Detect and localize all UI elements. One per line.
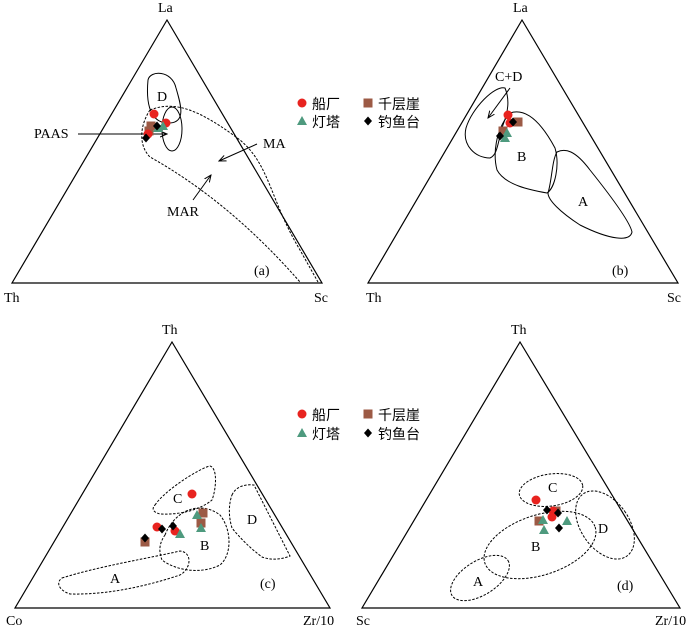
panel-tag: (a) [254, 264, 270, 279]
apex-label-top: Th [511, 323, 527, 338]
data-points [496, 110, 523, 142]
apex-label-top: La [158, 1, 174, 16]
legend-dengta: 灯塔 [312, 115, 340, 131]
data-points [531, 495, 572, 534]
field-c [152, 465, 216, 515]
field-cd [464, 87, 509, 159]
field-b [159, 507, 230, 571]
apex-label-right: Zr/10 [303, 614, 334, 628]
triangle-frame [366, 18, 680, 284]
qiancengya-marker-icon [363, 409, 373, 419]
apex-label-left: Co [6, 614, 22, 628]
field-d [228, 484, 291, 560]
diaoyutai-marker-icon [364, 428, 372, 438]
panel-tag: (d) [617, 579, 634, 594]
triangle-frame [13, 340, 332, 609]
panel-d: Th Sc Zr/10 C B D A (d) [356, 323, 686, 628]
field-label-b: B [531, 540, 540, 555]
field-label-b: B [517, 150, 526, 165]
legend-chuanchang: 船厂 [312, 408, 340, 424]
panel-tag: (c) [260, 577, 276, 592]
diaoyutai-marker-icon [364, 116, 372, 126]
apex-label-left: Th [366, 291, 382, 306]
panel-c: Th Co Zr/10 C B D A (c) [6, 323, 334, 628]
cd-arrow [488, 87, 511, 118]
panel-tag: (b) [612, 264, 629, 279]
field-b [483, 510, 597, 580]
legend-diaoyutai: 钓鱼台 [378, 114, 420, 131]
triangle-frame [360, 340, 682, 609]
data-points [142, 109, 171, 143]
apex-label-right: Sc [667, 291, 681, 306]
field-label-d: D [247, 513, 257, 528]
field-label-cd: C+D [495, 70, 522, 85]
dengta-marker-icon [297, 116, 307, 125]
apex-label-right: Sc [314, 291, 328, 306]
field-label-a: A [473, 575, 484, 590]
field-b [494, 111, 558, 194]
chuanchang-marker-icon [297, 98, 307, 108]
field-label-c: C [548, 481, 557, 496]
field-label-a: A [578, 195, 589, 210]
ma-arrow [219, 143, 258, 161]
mar-label: MAR [167, 205, 200, 220]
legend-bottom: 船厂 千层崖 灯塔 钓鱼台 [297, 408, 420, 443]
field-label-c: C [173, 492, 182, 507]
legend-diaoyutai: 钓鱼台 [378, 426, 420, 443]
apex-label-top: Th [162, 323, 178, 338]
qiancengya-marker-icon [363, 98, 373, 108]
apex-label-left: Sc [356, 614, 370, 628]
field-label-d: D [598, 522, 608, 537]
field-a [58, 550, 190, 595]
legend-top: 船厂 千层崖 灯塔 钓鱼台 [297, 97, 420, 131]
field-ma [149, 105, 319, 283]
apex-label-right: Zr/10 [655, 614, 686, 628]
panel-a: La Th Sc D PAAS MA MAR (a) [4, 1, 328, 306]
field-c [518, 473, 584, 507]
field-label-a: A [110, 572, 121, 587]
apex-label-left: Th [4, 291, 20, 306]
panel-b: La Th Sc C+D B A (b) [366, 1, 681, 306]
legend-chuanchang: 船厂 [312, 97, 340, 113]
field-mar [141, 109, 301, 283]
legend-dengta: 灯塔 [312, 427, 340, 443]
field-label-b: B [200, 539, 209, 554]
chuanchang-marker-icon [297, 409, 307, 419]
field-a [450, 554, 510, 602]
apex-label-top: La [513, 1, 529, 16]
ma-label: MA [263, 137, 286, 152]
field-d [575, 490, 635, 560]
triangle-frame [10, 18, 324, 284]
dengta-marker-icon [297, 428, 307, 437]
mar-arrow [192, 175, 211, 201]
legend-qiancengya: 千层崖 [378, 408, 420, 424]
paas-label: PAAS [34, 127, 69, 142]
field-label-d: D [157, 90, 167, 105]
field-a [547, 149, 633, 239]
legend-qiancengya: 千层崖 [378, 97, 420, 113]
